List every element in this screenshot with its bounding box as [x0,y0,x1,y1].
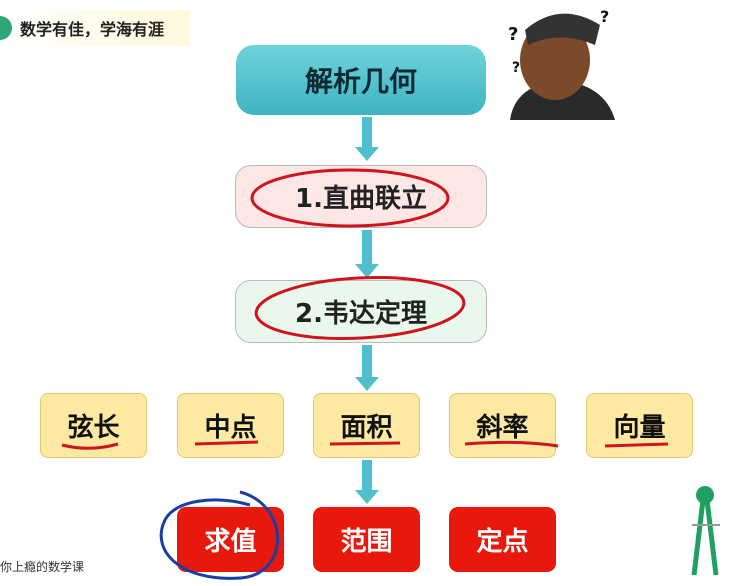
compass-icon [691,486,720,576]
red-circle-annotation [250,168,450,228]
step-2: 2.韦达定理 [235,280,487,343]
arrow-icon [355,345,379,391]
red-underline-annotation [61,442,119,450]
flow-title: 解析几何 [236,45,486,115]
topic-area: 面积 [313,393,420,458]
step-1: 1.直曲联立 [235,165,487,228]
topic-slope: 斜率 [449,393,556,458]
svg-text:?: ? [512,60,520,76]
blue-circle-annotation [159,490,279,580]
watermark: 你上瘾的数学课 [0,560,85,574]
red-underline-annotation [329,441,401,446]
red-underline-annotation [194,440,259,446]
red-underline-annotation [464,440,559,448]
tag-marker [0,16,12,40]
svg-text:?: ? [600,7,609,26]
arrow-icon [355,460,379,504]
arrow-icon [355,117,379,161]
arrow-icon [355,230,379,278]
goal-range: 范围 [313,507,420,572]
cartoon-face-icon: ? ? ? [508,7,615,120]
topic-vector: 向量 [586,393,693,458]
red-underline-annotation [604,442,669,448]
slogan: 数学有佳，学海有涯 [20,20,165,39]
red-circle-annotation [254,276,466,340]
svg-text:?: ? [508,24,518,45]
topic-midpoint: 中点 [177,393,284,458]
goal-value: 求值 [177,507,284,572]
goal-fixed-point: 定点 [449,507,556,572]
slogan-tag: 数学有佳，学海有涯 [0,10,190,46]
